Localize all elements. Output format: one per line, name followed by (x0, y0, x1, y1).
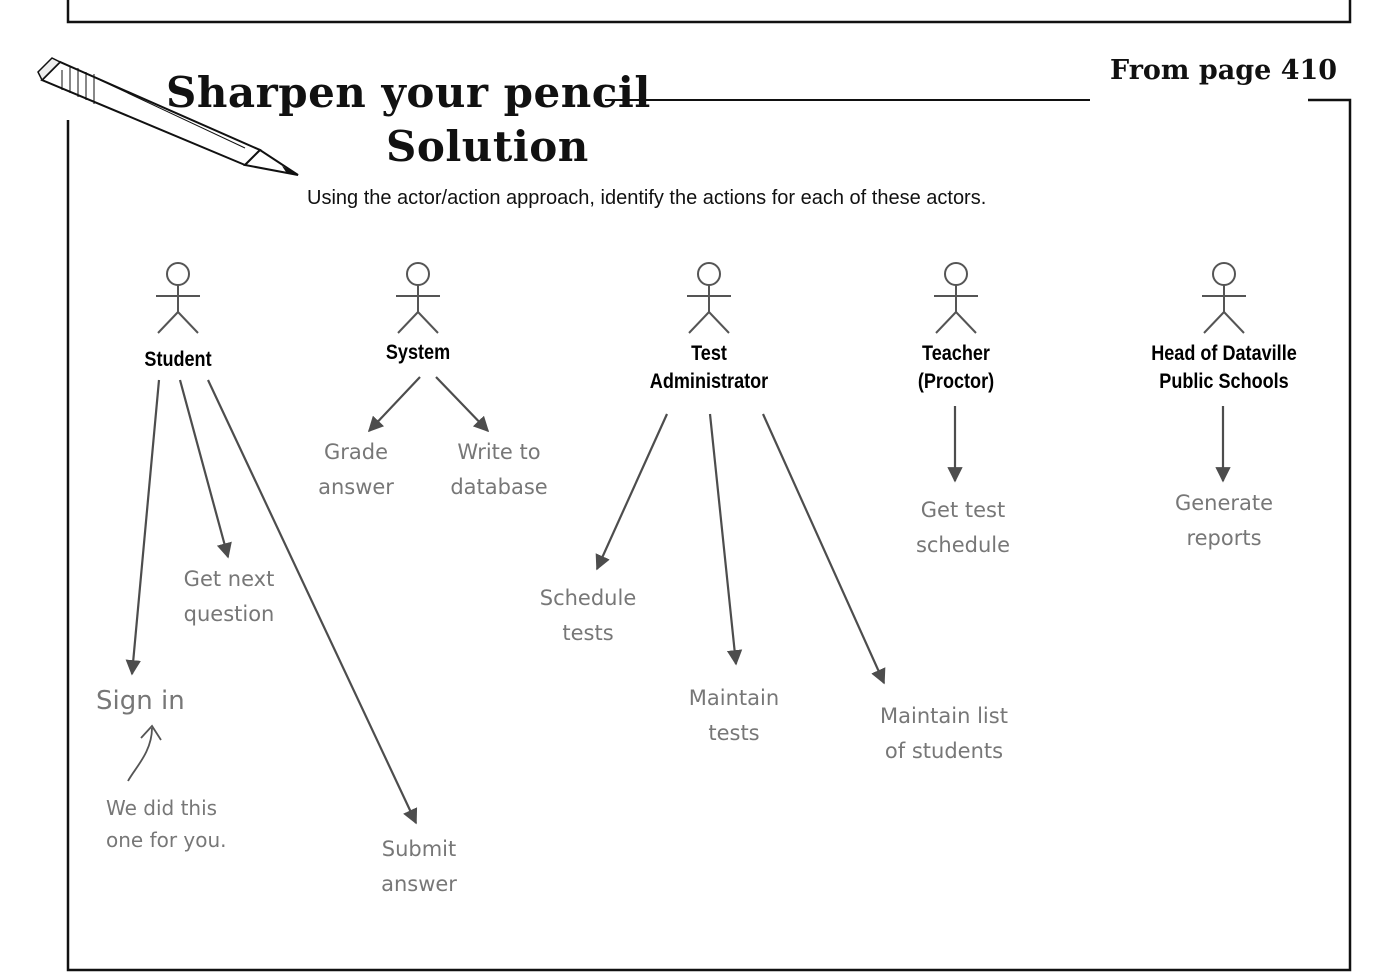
page-reference: From page 410 (1110, 55, 1338, 86)
arrow-student-get-next-question (178, 379, 232, 559)
actor-test-administrator-label: Test Administrator (640, 340, 778, 396)
arrow-system-grade-answer (367, 376, 421, 433)
action-submit-answer: Submit answer (381, 832, 457, 902)
actor-student-line1: Student (144, 348, 212, 371)
action-generate-reports-line2: reports (1186, 526, 1262, 550)
action-get-test-schedule: Get test schedule (916, 493, 1010, 563)
annotation-arrow (127, 727, 153, 782)
instruction-text: Using the actor/action approach, identif… (307, 187, 987, 209)
page-title: Sharpen your pencil (166, 68, 651, 117)
action-maintain-list-line1: Maintain list (880, 704, 1008, 728)
previous-box-border (66, 0, 1352, 24)
pencil-icon (37, 57, 299, 176)
action-schedule-tests: Schedule tests (540, 581, 637, 651)
teacher-figure-icon (934, 262, 978, 334)
arrow-system-write-to-database (435, 376, 490, 433)
action-generate-reports-line1: Generate (1174, 491, 1274, 515)
actor-test-administrator-line1: Test (691, 342, 727, 365)
action-maintain-tests: Maintain tests (689, 681, 779, 751)
actor-head-label: Head of Dataville Public Schools (1138, 340, 1310, 396)
actor-student-label: Student (135, 346, 221, 374)
actor-test-administrator-line2: Administrator (649, 370, 769, 393)
system-figure-icon (396, 262, 440, 334)
arrow-admin-maintain-tests (708, 413, 743, 666)
action-write-to-database: Write to database (450, 435, 547, 505)
action-grade-answer-line1: Grade (323, 440, 389, 464)
action-maintain-tests-line1: Maintain (688, 686, 780, 710)
action-write-to-database-line2: database (450, 475, 548, 499)
action-grade-answer: Grade answer (318, 435, 394, 505)
action-submit-answer-line1: Submit (381, 837, 457, 861)
annotation-line1: We did this (106, 796, 218, 820)
action-generate-reports: Generate reports (1175, 486, 1273, 556)
student-figure-icon (156, 262, 200, 334)
actor-teacher-line1: Teacher (922, 342, 990, 365)
test-administrator-figure-icon (687, 262, 731, 334)
action-sign-in-line1: Sign in (96, 686, 185, 716)
action-maintain-list-line2: of students (884, 739, 1004, 763)
annotation-line2: one for you. (106, 828, 227, 852)
action-maintain-list-of-students: Maintain list of students (880, 699, 1008, 769)
action-get-next-question-line2: question (183, 602, 275, 626)
arrow-admin-schedule-tests (595, 413, 669, 571)
actor-system-label: System (375, 339, 461, 367)
action-get-test-schedule-line2: schedule (915, 533, 1011, 557)
action-get-test-schedule-line1: Get test (920, 498, 1006, 522)
page-subtitle: Solution (386, 122, 589, 171)
action-grade-answer-line2: answer (318, 475, 394, 499)
actor-head-line2: Public Schools (1159, 370, 1289, 393)
arrow-student-submit-answer (207, 379, 418, 825)
head-figure-icon (1202, 262, 1246, 334)
arrow-admin-maintain-list (761, 413, 886, 685)
actor-teacher-label: Teacher (Proctor) (904, 340, 1007, 396)
action-write-to-database-line1: Write to (457, 440, 541, 464)
actor-system-line1: System (385, 341, 451, 364)
action-get-next-question: Get next question (184, 562, 275, 632)
action-sign-in: Sign in (96, 684, 185, 719)
solution-frame (66, 98, 1352, 972)
annotation-note: We did this one for you. (106, 792, 227, 856)
actor-head-line1: Head of Dataville (1151, 342, 1297, 365)
action-submit-answer-line2: answer (381, 872, 457, 896)
action-schedule-tests-line2: tests (562, 621, 614, 645)
action-get-next-question-line1: Get next (183, 567, 275, 591)
action-schedule-tests-line1: Schedule (539, 586, 637, 610)
arrow-student-sign-in (125, 379, 161, 676)
action-maintain-tests-line2: tests (708, 721, 760, 745)
actor-teacher-line2: (Proctor) (917, 370, 995, 393)
